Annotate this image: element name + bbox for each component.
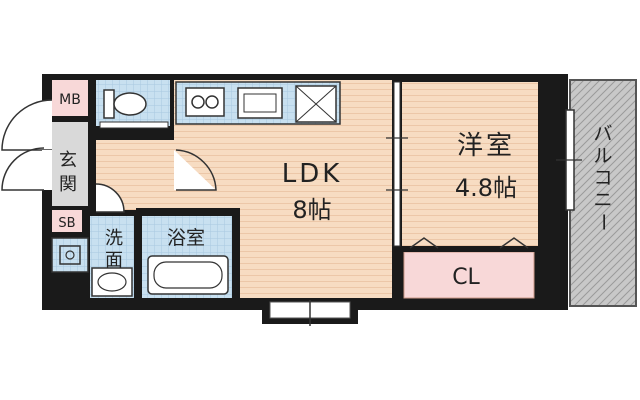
wall-toilet-bottom [92, 128, 174, 140]
washer-drain-hole [65, 250, 75, 260]
meter-box-label: MB [59, 92, 81, 108]
closet-label: CL [452, 265, 480, 290]
balcony-area [569, 79, 637, 307]
bathtub-inner [153, 261, 223, 289]
entrance-door-gap [42, 150, 52, 190]
ldk-label: LDK [282, 159, 343, 189]
wall-closet-top [402, 246, 538, 252]
hall-door-arc [174, 150, 216, 190]
sliding-door-west [393, 81, 401, 247]
balcony-label-char: バ [593, 123, 612, 145]
meter-box [52, 80, 88, 116]
entrance-door-swing [1, 99, 53, 151]
wall-bath-top [136, 208, 236, 216]
washroom-door-swing [95, 183, 125, 213]
toilet-icon [113, 92, 147, 116]
shoe-box [52, 210, 82, 232]
washer-space [51, 237, 89, 273]
toilet-tank [103, 89, 115, 119]
burner-left-icon [191, 95, 205, 109]
balcony-label-char: ル [593, 145, 612, 167]
washroom-label-1: 洗 [105, 228, 123, 249]
entrance-label-2: 関 [59, 174, 77, 195]
burner-right-icon [205, 95, 219, 109]
wall-entrance-east [88, 78, 96, 208]
western-room-size: 4.8帖 [455, 174, 517, 202]
toilet-door [99, 121, 169, 129]
balcony-label-char: コ [593, 167, 612, 189]
fridge-cross-2 [295, 85, 337, 123]
ldk-size: 8帖 [292, 196, 331, 224]
western-room-label: 洋室 [457, 131, 515, 161]
entrance-label-1: 玄 [59, 150, 77, 171]
bath-label: 浴室 [167, 227, 205, 249]
closet-floor [403, 251, 535, 299]
sink-basin [243, 93, 277, 113]
wall-bath-east [232, 208, 240, 300]
closet-door-left [409, 237, 439, 249]
washroom-label-2: 面 [105, 250, 123, 271]
washer-drain [59, 245, 81, 265]
wall-right-end [538, 252, 568, 308]
western-room-floor [402, 82, 538, 246]
sink [237, 87, 283, 119]
wall-bath-west [134, 216, 142, 300]
balcony-label-char: ニ [593, 189, 612, 211]
entrance-door-arc [1, 147, 45, 191]
shoe-box-label: SB [58, 216, 75, 231]
hall-door-swing [175, 149, 217, 191]
balcony-label-char: ー [592, 212, 614, 231]
entrance-floor [52, 122, 92, 206]
closet-door-right [499, 237, 529, 249]
wash-basin-bowl [97, 272, 127, 292]
